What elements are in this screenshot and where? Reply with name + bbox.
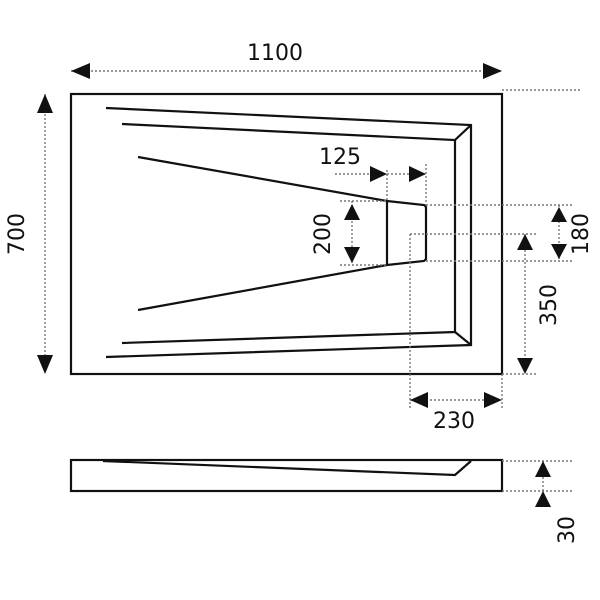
drain-channel-top (137, 155, 388, 203)
dimension-height: 30 (502, 460, 580, 544)
drain-channel-bottom (137, 263, 388, 312)
dimension-drain-inner: 180 (426, 204, 594, 262)
depth-label: 700 (5, 213, 30, 255)
dimension-width: 1100 (71, 41, 580, 91)
drain-box (386, 199, 428, 267)
drain-center-side-label: 230 (433, 409, 475, 434)
corner-line-top (454, 124, 472, 141)
dimension-drain-center-from-edge: 350 (410, 233, 562, 375)
inner-slope-edge (121, 122, 457, 345)
drain-inner-label: 180 (569, 213, 594, 255)
dimension-drain-offset: 125 (319, 145, 427, 205)
dimension-drain-center-from-side: 230 (409, 234, 503, 434)
side-view: 30 (69, 458, 580, 544)
width-label: 1100 (247, 41, 303, 66)
dimension-drain-width: 200 (311, 200, 387, 266)
dimension-depth: 700 (5, 94, 53, 374)
side-slope-line (102, 459, 472, 477)
drain-offset-label: 125 (319, 145, 361, 170)
outer-slope-edge (105, 106, 473, 359)
drain-center-edge-label: 350 (537, 284, 562, 326)
side-outline (69, 458, 504, 493)
height-label: 30 (555, 516, 580, 544)
corner-line-bottom (454, 331, 472, 346)
plan-view: 1100 700 125 200 (5, 41, 594, 434)
drain-width-label: 200 (311, 213, 336, 255)
